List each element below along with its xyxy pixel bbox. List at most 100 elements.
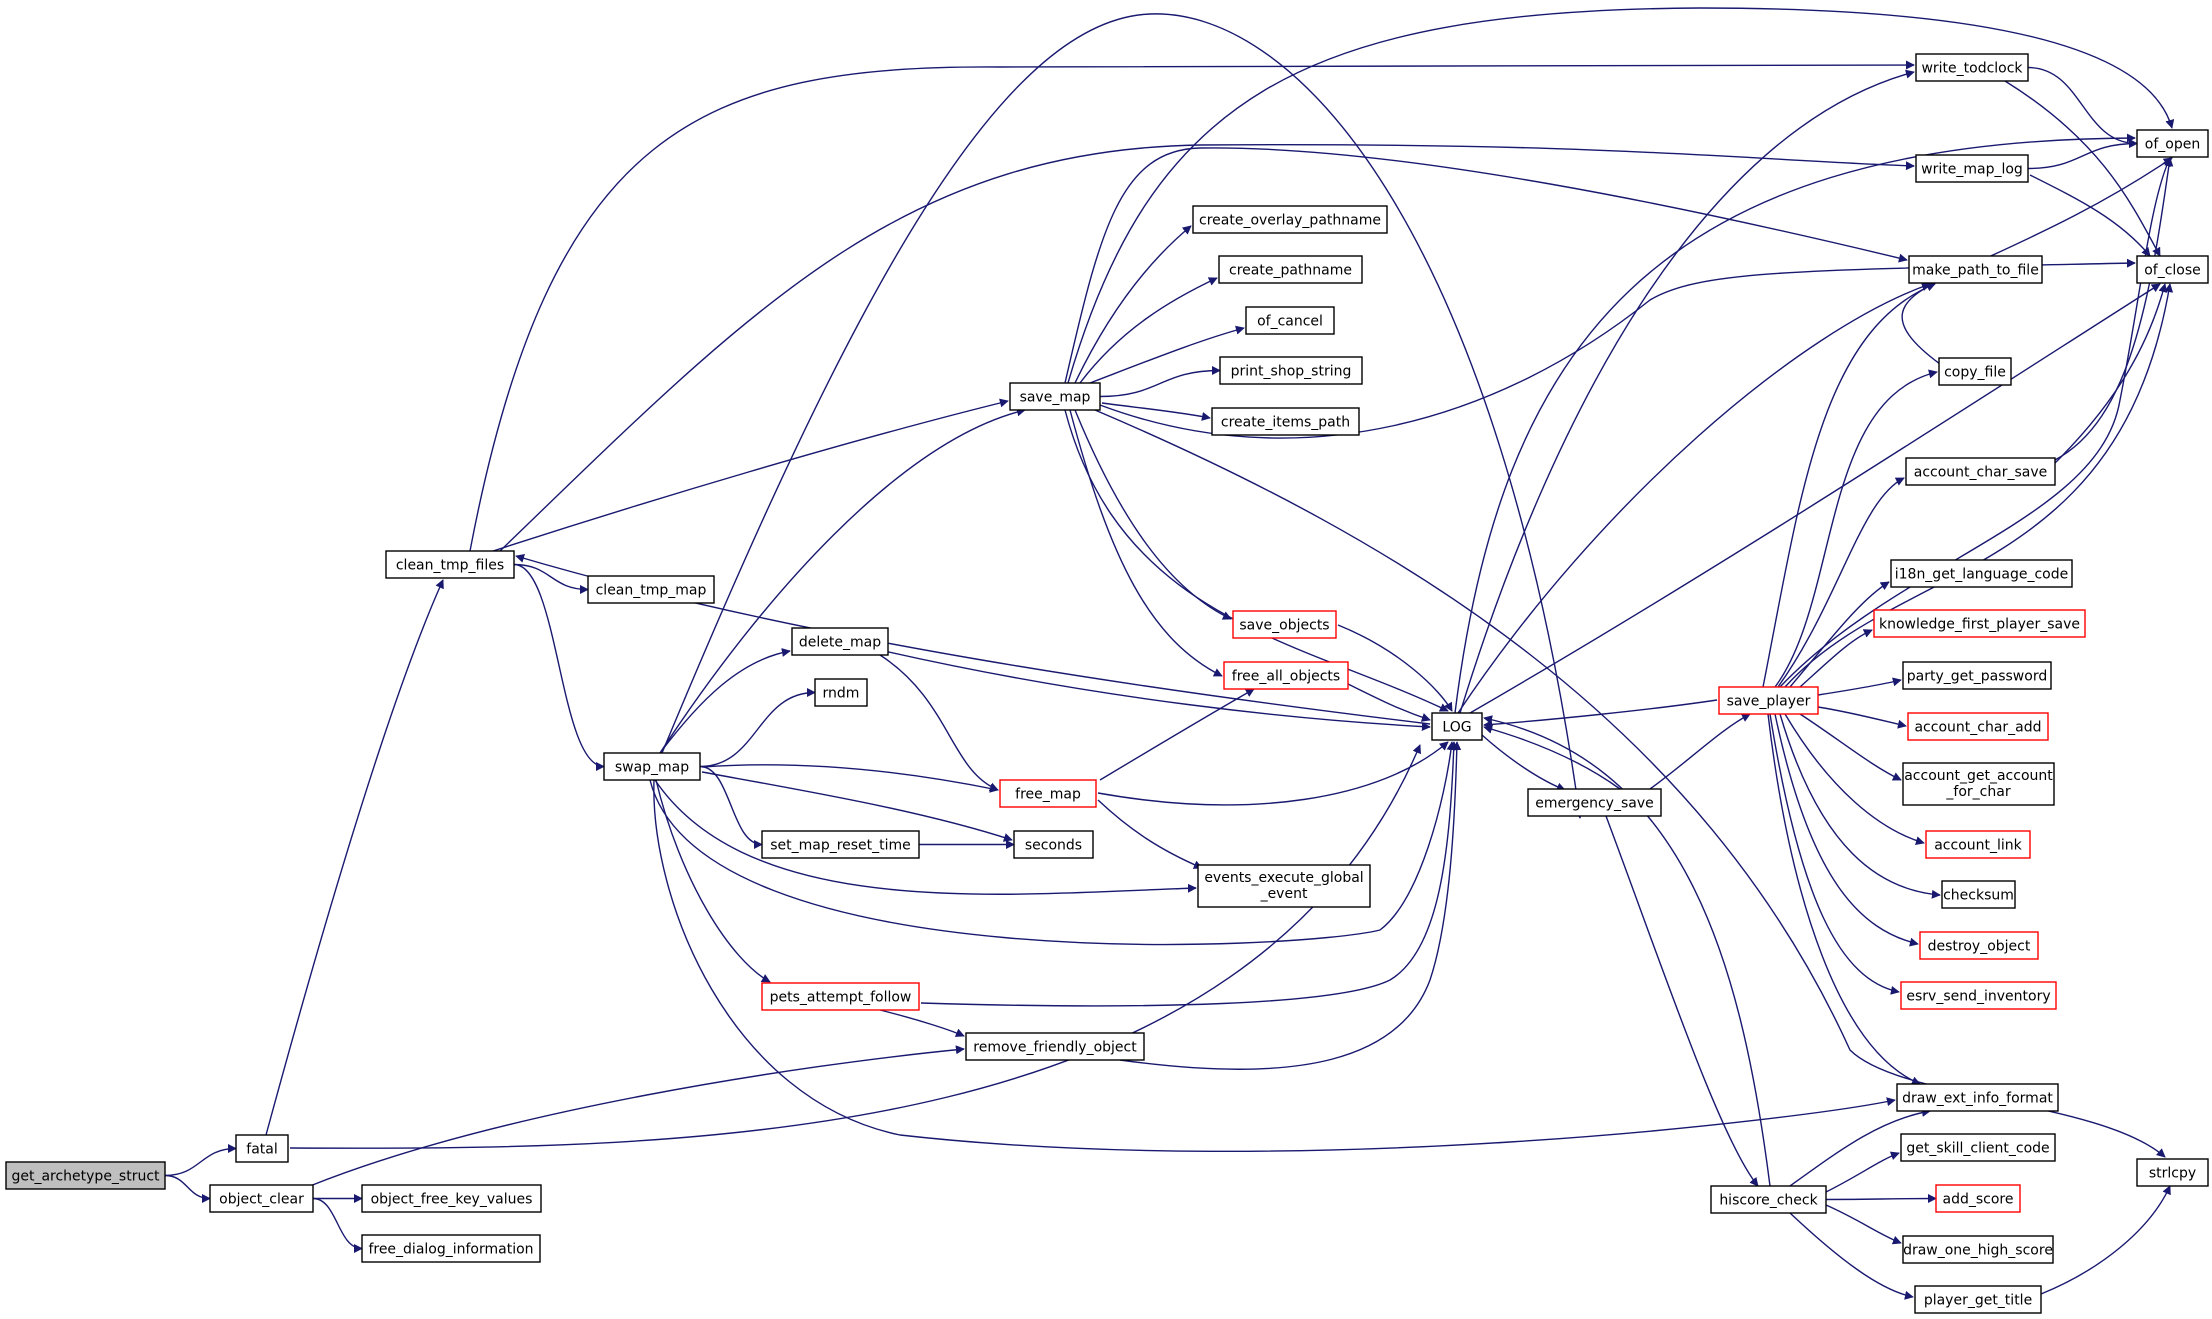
node-of-open[interactable]: of_open xyxy=(2136,129,2209,158)
node-box xyxy=(1915,154,2029,183)
node-account-get-account-for-char[interactable]: account_get_account_for_char xyxy=(1902,762,2055,806)
node-box xyxy=(791,627,889,656)
node-label: checksum xyxy=(1943,888,2014,904)
node-clean-tmp-map[interactable]: clean_tmp_map xyxy=(587,575,715,604)
node-set-map-reset-time[interactable]: set_map_reset_time xyxy=(761,830,920,859)
node-create-overlay-pathname[interactable]: create_overlay_pathname xyxy=(1192,205,1388,234)
node-knowledge-first-player-save[interactable]: knowledge_first_player_save xyxy=(1873,609,2086,638)
node-box xyxy=(1718,686,1819,715)
nodes: get_archetype_struct fatal object_clear obj… xyxy=(5,53,2209,1314)
edge-object-clear-to-remove-friendly-object xyxy=(309,1045,965,1187)
edge-save-map-to-create-overlay-pathname xyxy=(1074,225,1192,384)
node-object-clear[interactable]: object_clear xyxy=(209,1184,314,1213)
node-label: write_todclock xyxy=(1921,61,2023,77)
node-remove-friendly-object[interactable]: remove_friendly_object xyxy=(965,1032,1145,1061)
edge-save-map-to-save-objects xyxy=(1074,409,1232,620)
node-player-get-title[interactable]: player_get_title xyxy=(1914,1285,2042,1314)
node-label: draw_one_high_score xyxy=(1903,1243,2053,1259)
node-label: set_map_reset_time xyxy=(770,838,911,854)
node-fatal[interactable]: fatal xyxy=(235,1134,289,1163)
node-box xyxy=(1219,356,1363,385)
node-seconds[interactable]: seconds xyxy=(1013,830,1094,859)
edge-swap-map-to-events-execute-global-event xyxy=(654,779,1197,895)
node-save-map[interactable]: save_map xyxy=(1009,382,1101,411)
node-create-pathname[interactable]: create_pathname xyxy=(1218,255,1363,284)
node-box xyxy=(1938,357,2012,386)
node-free-map[interactable]: free_map xyxy=(999,779,1097,808)
node-emergency-save[interactable]: emergency_save xyxy=(1527,788,1662,817)
edge-get-archetype-struct-to-object-clear xyxy=(164,1174,211,1203)
edge-player-get-title-to-strlcpy xyxy=(2040,1185,2171,1295)
edge-swap-map-to-save-map xyxy=(659,407,1026,754)
node-make-path-to-file[interactable]: make_path_to_file xyxy=(1908,255,2043,284)
node-label: clean_tmp_map xyxy=(596,583,707,599)
edge-save-map-to-log xyxy=(1064,409,1449,712)
node-copy-file[interactable]: copy_file xyxy=(1938,357,2012,386)
node-object-free-key-values[interactable]: object_free_key_values xyxy=(361,1184,542,1213)
node-write-todclock[interactable]: write_todclock xyxy=(1915,53,2029,82)
node-box xyxy=(1896,1083,2059,1112)
edge-save-player-to-party-get-password xyxy=(1817,677,1902,696)
edge-save-player-to-knowledge-first-player-save xyxy=(1799,629,1873,688)
node-party-get-password[interactable]: party_get_password xyxy=(1902,661,2052,690)
node-box xyxy=(1218,255,1363,284)
node-get-skill-client-code[interactable]: get_skill_client_code xyxy=(1900,1133,2056,1162)
node-box xyxy=(1013,830,1094,859)
node-draw-one-high-score[interactable]: draw_one_high_score xyxy=(1902,1235,2054,1264)
node-label: copy_file xyxy=(1944,365,2006,381)
node-of-close[interactable]: of_close xyxy=(2136,255,2209,284)
node-label: events_execute_global xyxy=(1204,870,1363,886)
node-label: hiscore_check xyxy=(1719,1193,1818,1209)
edge-clean-tmp-files-to-clean-tmp-map xyxy=(513,563,589,594)
node-hiscore-check[interactable]: hiscore_check xyxy=(1710,1185,1827,1214)
node-strlcpy[interactable]: strlcpy xyxy=(2136,1158,2209,1187)
node-save-objects[interactable]: save_objects xyxy=(1232,610,1337,639)
edge-swap-map-to-delete-map xyxy=(659,648,791,754)
node-of-cancel[interactable]: of_cancel xyxy=(1245,306,1335,335)
node-label: clean_tmp_files xyxy=(396,558,504,574)
node-free-dialog-information[interactable]: free_dialog_information xyxy=(361,1234,541,1263)
edge-log-to-write-todclock xyxy=(1459,69,1915,714)
edge-free-map-to-log xyxy=(1097,741,1449,806)
edge-swap-map-to-emergency-save xyxy=(661,13,1584,819)
node-clean-tmp-files[interactable]: clean_tmp_files xyxy=(385,550,515,579)
node-box xyxy=(1431,712,1483,741)
node-get-archetype-struct[interactable]: get_archetype_struct xyxy=(5,1161,166,1190)
node-box xyxy=(1223,661,1349,690)
node-save-player[interactable]: save_player xyxy=(1718,686,1819,715)
node-write-map-log[interactable]: write_map_log xyxy=(1915,154,2029,183)
node-box xyxy=(587,575,715,604)
node-rndm[interactable]: rndm xyxy=(814,678,868,707)
node-box xyxy=(1915,53,2029,82)
node-account-char-add[interactable]: account_char_add xyxy=(1907,712,2049,741)
node-box xyxy=(385,550,515,579)
node-create-items-path[interactable]: create_items_path xyxy=(1211,407,1360,436)
node-box xyxy=(1900,981,2057,1010)
node-log[interactable]: LOG xyxy=(1431,712,1483,741)
node-account-link[interactable]: account_link xyxy=(1925,830,2031,859)
edge-save-map-to-of-close xyxy=(1099,258,2136,439)
node-label: object_clear xyxy=(219,1192,304,1208)
node-delete-map[interactable]: delete_map xyxy=(791,627,889,656)
node-box xyxy=(1873,609,2086,638)
node-checksum[interactable]: checksum xyxy=(1941,880,2016,909)
node-events-execute-global-event[interactable]: events_execute_global_event xyxy=(1197,864,1371,908)
node-free-all-objects[interactable]: free_all_objects xyxy=(1223,661,1349,690)
node-esrv-send-inventory[interactable]: esrv_send_inventory xyxy=(1900,981,2057,1010)
edge-log-to-emergency-save xyxy=(1481,734,1566,792)
edge-emergency-save-to-log xyxy=(1483,724,1621,790)
node-swap-map[interactable]: swap_map xyxy=(603,752,701,781)
node-pets-attempt-follow[interactable]: pets_attempt_follow xyxy=(761,982,920,1011)
node-destroy-object[interactable]: destroy_object xyxy=(1919,931,2039,960)
edge-hiscore-check-to-draw-one-high-score xyxy=(1825,1204,1902,1245)
node-box xyxy=(2136,129,2209,158)
edge-swap-map-to-log xyxy=(649,741,1456,946)
node-account-char-save[interactable]: account_char_save xyxy=(1905,457,2056,486)
edge-save-map-to-of-open xyxy=(1067,7,2175,384)
node-add-score[interactable]: add_score xyxy=(1935,1184,2021,1213)
node-i18n-get-language-code[interactable]: i18n_get_language_code xyxy=(1890,559,2073,588)
node-print-shop-string[interactable]: print_shop_string xyxy=(1219,356,1363,385)
node-label: account_char_add xyxy=(1914,720,2041,736)
node-box xyxy=(235,1134,289,1163)
node-draw-ext-info-format[interactable]: draw_ext_info_format xyxy=(1896,1083,2059,1112)
